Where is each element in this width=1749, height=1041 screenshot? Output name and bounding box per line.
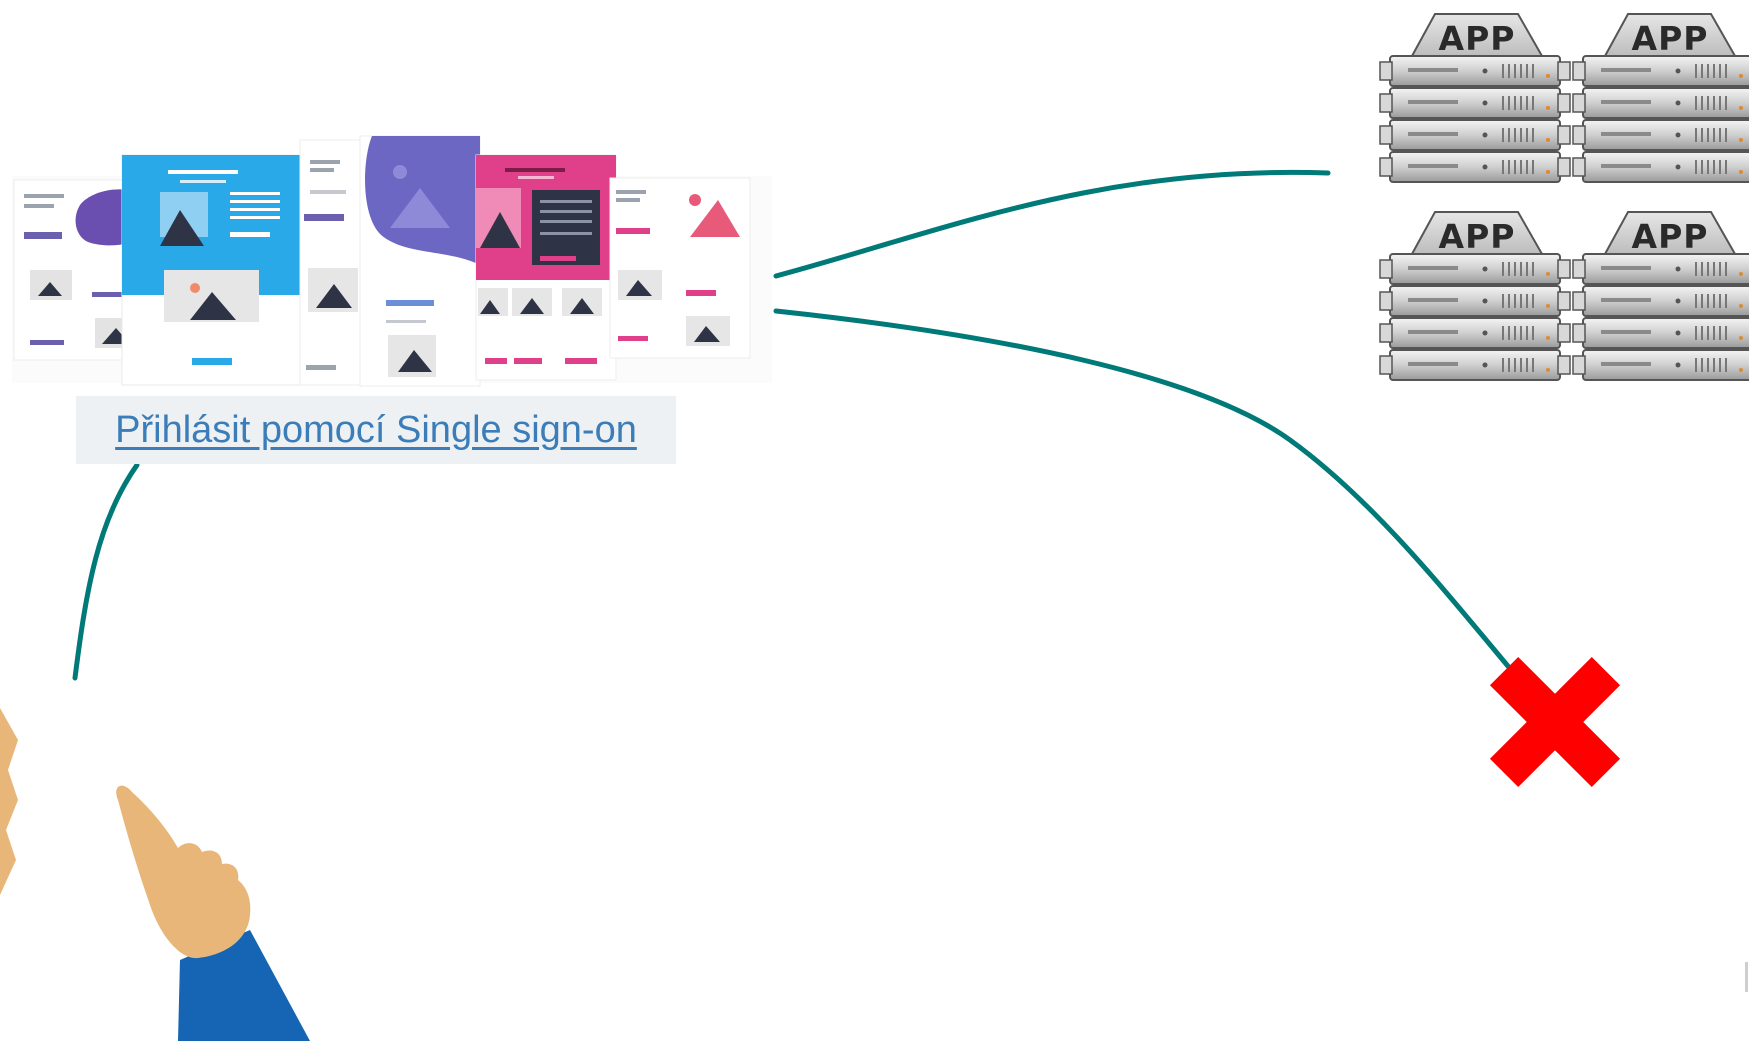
server-cluster	[1380, 14, 1749, 380]
sso-login-box: Přihlásit pomocí Single sign-on	[76, 396, 676, 464]
red-x-icon	[1489, 656, 1621, 788]
server-rack-icon	[1380, 212, 1570, 380]
connector-user-to-login	[72, 462, 140, 681]
pointing-hand-icon	[0, 708, 310, 1041]
edge-mark	[1745, 962, 1748, 992]
web-pages-collage-icon	[12, 135, 772, 387]
connector-login-to-servers	[773, 169, 1331, 279]
sso-login-link[interactable]: Přihlásit pomocí Single sign-on	[115, 408, 637, 451]
server-rack-icon	[1573, 212, 1749, 380]
connector-login-to-failure	[773, 308, 1531, 693]
server-rack-icon	[1380, 14, 1570, 182]
server-rack-icon	[1573, 14, 1749, 182]
